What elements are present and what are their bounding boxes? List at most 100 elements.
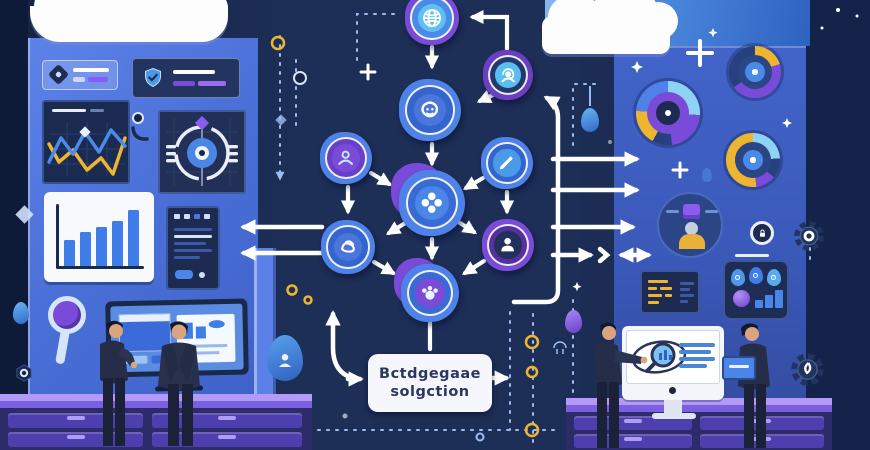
donut-chart-large <box>636 81 700 145</box>
server-indicator-dot <box>199 272 205 278</box>
paw-icon <box>417 280 443 306</box>
monitor-right <box>622 326 724 419</box>
node-mid-ring <box>487 224 529 266</box>
flow-node-n5 <box>481 137 533 189</box>
water-drop-icon <box>13 302 29 324</box>
screen-text-line <box>679 343 715 347</box>
right-dark-strip <box>806 0 870 450</box>
screen-text-line <box>679 350 711 354</box>
magnifier-handle <box>55 329 70 365</box>
avatar-head <box>685 222 698 235</box>
water-drop-icon <box>702 168 712 182</box>
knot-icon <box>336 235 360 259</box>
bar <box>64 239 75 266</box>
bar <box>112 220 123 266</box>
node-outer-ring <box>405 0 459 45</box>
shield-check-icon <box>145 67 161 88</box>
card-bar <box>173 81 195 86</box>
person-right-pointing <box>594 322 648 448</box>
user-icon <box>496 233 519 256</box>
person-icon <box>272 347 298 373</box>
server-line <box>174 256 200 259</box>
node-mid-ring <box>326 225 370 269</box>
flow-node-n2 <box>483 50 533 100</box>
avatar-card <box>657 192 723 258</box>
swoosh-icon <box>131 126 149 141</box>
node-outer-ring <box>399 79 461 141</box>
folder-icon <box>683 204 700 219</box>
node-core <box>414 277 446 309</box>
node-core <box>333 232 363 262</box>
node-outer-ring <box>481 137 533 189</box>
server-led-row <box>174 214 210 219</box>
line-chart <box>47 122 127 176</box>
node-core <box>332 144 360 172</box>
magnifier-lens <box>48 296 86 334</box>
card-title-line <box>73 68 109 72</box>
server-line <box>174 235 212 238</box>
server-line <box>174 228 212 231</box>
node-outer-ring <box>482 219 534 271</box>
node-mid-ring <box>410 0 454 40</box>
mask-icon <box>416 96 444 124</box>
server-line <box>174 242 206 245</box>
bar <box>96 226 107 266</box>
monitor-camera-dot <box>669 387 676 394</box>
avatar-body <box>679 234 705 249</box>
desk-edge <box>566 405 832 412</box>
cloud <box>30 0 228 42</box>
gear-icon <box>793 220 825 252</box>
panel-header-line <box>90 109 104 112</box>
screen-magnifier-graphic <box>631 340 687 374</box>
step-bars-icon <box>755 290 783 308</box>
line-series-yellow <box>47 136 127 176</box>
gauge-panel <box>158 110 246 194</box>
metrics-panel <box>723 254 789 320</box>
agent-icon <box>497 64 519 86</box>
server-line <box>174 249 212 252</box>
node-outer-ring <box>321 220 375 274</box>
cloud-bump <box>638 2 678 40</box>
server-button <box>175 270 193 279</box>
jellyfish-glyph <box>553 341 567 354</box>
node-core <box>495 62 521 88</box>
node-outer-ring <box>483 50 533 100</box>
cloud-bump <box>158 0 228 32</box>
globe-icon <box>420 6 444 30</box>
sphere-icon <box>733 290 750 307</box>
node-mid-ring <box>405 176 459 230</box>
node-mid-ring <box>325 137 367 179</box>
monitor-stand <box>664 400 682 413</box>
donut-center-dot <box>750 157 756 163</box>
flow-node-n8 <box>482 219 534 271</box>
bar-chart-panel <box>44 192 154 282</box>
avatar-line <box>666 210 679 213</box>
status-card-small <box>42 60 118 90</box>
lock-icon <box>756 227 769 240</box>
donut-center-dot <box>752 69 758 75</box>
monitor-base <box>652 413 696 419</box>
flow-arrows <box>340 9 515 352</box>
bar <box>128 210 139 266</box>
node-halo <box>391 163 448 220</box>
card-bar <box>88 77 108 82</box>
screen-text-line <box>679 357 715 361</box>
donut-chart-bottom <box>726 133 780 187</box>
node-mid-ring <box>405 85 455 135</box>
panel-top-line <box>735 254 769 257</box>
member-icon <box>334 146 357 169</box>
donut-center-dot <box>664 109 672 117</box>
node-outer-ring <box>320 132 372 184</box>
avatar-line <box>705 210 718 213</box>
tablet-card <box>722 356 756 380</box>
bar-chart <box>64 208 142 266</box>
y-axis <box>56 204 59 268</box>
clover-icon <box>417 188 447 218</box>
node-mid-ring <box>406 269 454 317</box>
flow-node-n4 <box>320 132 372 184</box>
server-panel <box>166 206 220 290</box>
water-drop-icon <box>731 269 745 286</box>
code-panel <box>640 270 700 314</box>
node-core <box>413 93 447 127</box>
